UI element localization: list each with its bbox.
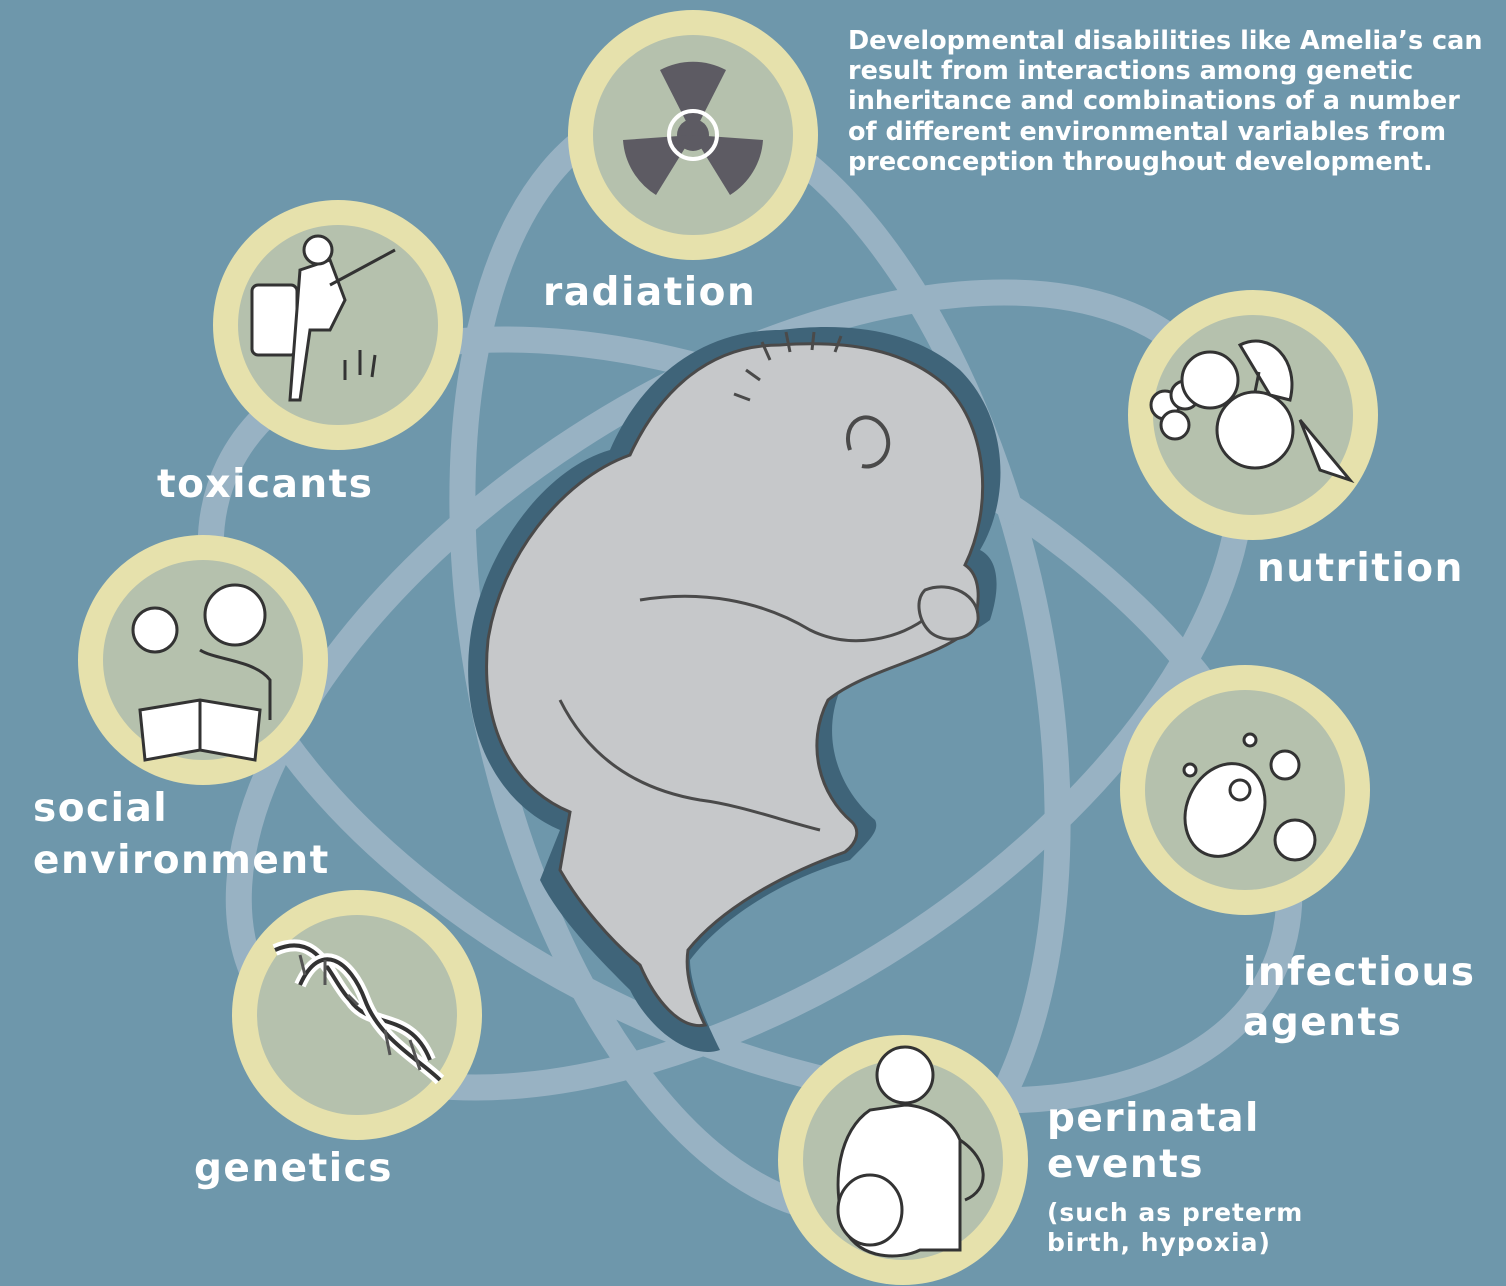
nutrition-label: nutrition xyxy=(1257,546,1464,592)
infectious-agents-label-line2: agents xyxy=(1243,1000,1402,1046)
perinatal-events-note-line1: (such as preterm xyxy=(1047,1198,1303,1227)
social-environment-label-line2: environment xyxy=(33,838,330,884)
social-environment-label-line1: social xyxy=(33,786,168,832)
perinatal-events-note-line2: birth, hypoxia) xyxy=(1047,1228,1271,1257)
perinatal-events-label-line1: perinatal xyxy=(1047,1096,1260,1142)
toxicants-label: toxicants xyxy=(157,462,374,508)
infectious-agents-label-line1: infectious xyxy=(1243,950,1475,996)
radiation-circle xyxy=(568,10,818,260)
perinatal-events-label-line2: events xyxy=(1047,1142,1204,1188)
genetics-circle xyxy=(232,890,482,1140)
perinatal-events-circle xyxy=(778,1035,1028,1285)
diagram-caption: Developmental disabilities like Amelia’s… xyxy=(848,26,1488,177)
nutrition-circle xyxy=(1128,290,1378,540)
toxicants-circle xyxy=(213,200,463,450)
genetics-label: genetics xyxy=(194,1146,393,1192)
social-environment-circle xyxy=(78,535,328,785)
radiation-label: radiation xyxy=(543,270,756,316)
infectious-agents-circle xyxy=(1120,665,1370,915)
